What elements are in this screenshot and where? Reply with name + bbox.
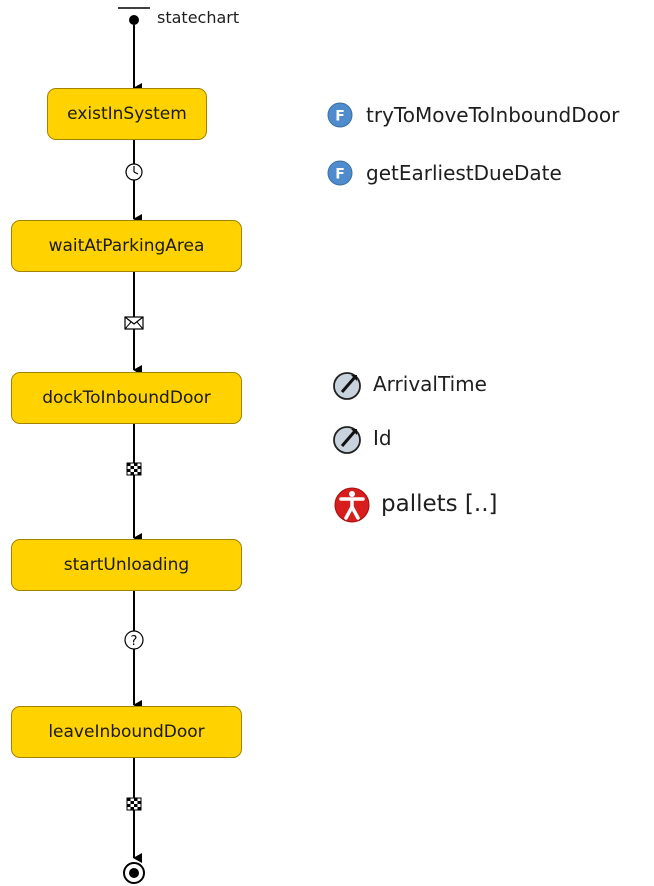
state-existInSystem[interactable]: existInSystem: [47, 88, 207, 140]
function-icon: F: [327, 102, 353, 128]
message-trigger-icon: [124, 316, 144, 330]
parameter-ArrivalTime[interactable]: ArrivalTime: [373, 369, 487, 399]
function-tryToMoveToInboundDoor[interactable]: tryToMoveToInboundDoor: [366, 100, 619, 130]
entry-point[interactable]: [129, 15, 139, 25]
parameter-label: ArrivalTime: [373, 372, 487, 396]
agent-population-icon: [334, 487, 370, 523]
state-waitAtParkingArea[interactable]: waitAtParkingArea: [11, 220, 242, 272]
svg-text:F: F: [335, 167, 345, 183]
state-leaveInboundDoor[interactable]: leaveInboundDoor: [11, 706, 242, 758]
condition-trigger-icon: ?: [124, 630, 144, 650]
state-dockToInboundDoor[interactable]: dockToInboundDoor: [11, 372, 242, 424]
parameter-icon: [333, 426, 361, 454]
population-pallets[interactable]: pallets [..]: [381, 488, 498, 520]
state-startUnloading[interactable]: startUnloading: [11, 539, 242, 591]
parameter-icon: [333, 372, 361, 400]
final-state[interactable]: [123, 862, 145, 884]
svg-text:F: F: [335, 109, 345, 125]
population-label: pallets [..]: [381, 491, 498, 517]
function-icon: F: [327, 160, 353, 186]
parameter-Id[interactable]: Id: [373, 423, 392, 453]
arrival-trigger-icon: [126, 797, 142, 811]
function-getEarliestDueDate[interactable]: getEarliestDueDate: [366, 158, 562, 188]
svg-text:?: ?: [131, 634, 138, 649]
timeout-trigger-icon: [125, 163, 143, 181]
function-label: getEarliestDueDate: [366, 161, 562, 185]
arrival-trigger-icon: [126, 462, 142, 476]
function-label: tryToMoveToInboundDoor: [366, 103, 620, 127]
parameter-label: Id: [373, 426, 392, 450]
statechart-entry-label: statechart: [157, 8, 240, 27]
